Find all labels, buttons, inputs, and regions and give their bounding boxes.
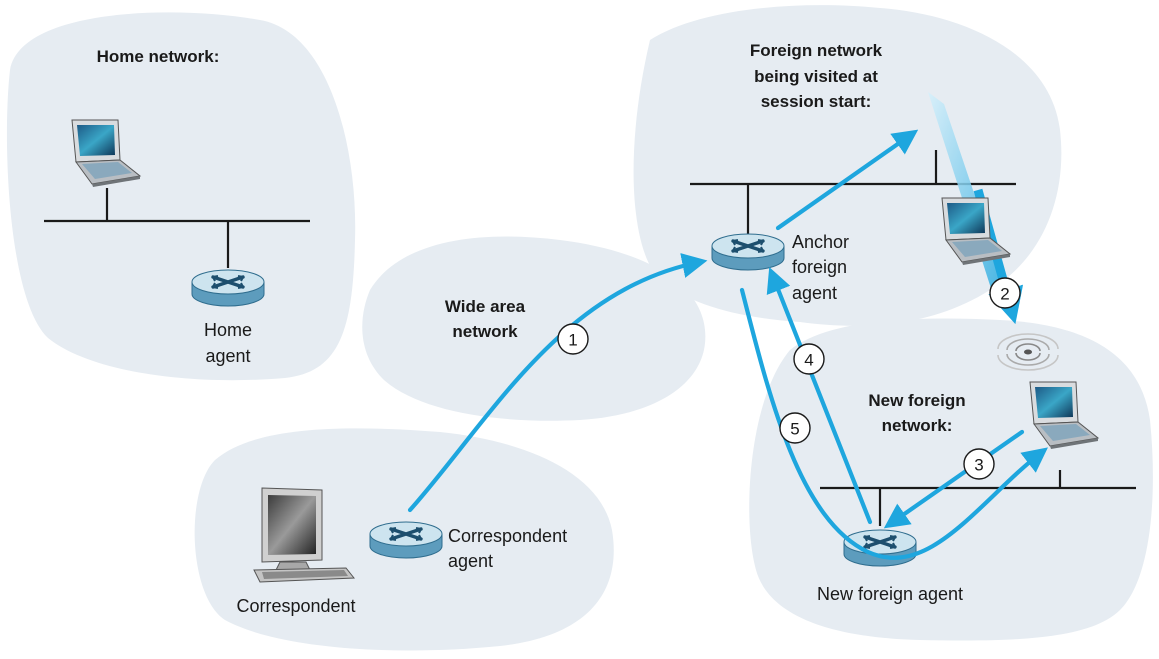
svg-text:3: 3 bbox=[974, 456, 983, 475]
arrow-step-3 bbox=[883, 429, 1025, 529]
anchor-agent-router-icon bbox=[710, 232, 786, 272]
svg-text:network: network bbox=[452, 322, 518, 341]
foreign-network-label: Foreign network being visited at session… bbox=[750, 41, 883, 111]
svg-text:5: 5 bbox=[790, 420, 799, 439]
svg-text:agent: agent bbox=[448, 551, 493, 571]
new-foreign-network-wires bbox=[820, 470, 1136, 526]
anchor-foreign-agent-label: Anchor foreign agent bbox=[792, 232, 849, 303]
wireless-signal-icon bbox=[997, 333, 1059, 371]
arrow-anchor-to-foreign bbox=[775, 129, 919, 231]
arrow-step-5 bbox=[739, 287, 1048, 560]
svg-text:foreign: foreign bbox=[792, 257, 847, 277]
wide-area-network-label: Wide area network bbox=[445, 297, 526, 341]
arrow-step-4 bbox=[766, 266, 873, 525]
new-foreign-agent-router-icon bbox=[842, 528, 918, 568]
step-5-marker: 5 bbox=[779, 412, 811, 444]
step-2-marker: 2 bbox=[989, 277, 1021, 309]
svg-text:agent: agent bbox=[205, 346, 250, 366]
svg-text:Home: Home bbox=[204, 320, 252, 340]
correspondent-agent-label: Correspondent agent bbox=[448, 526, 567, 571]
home-network-cloud bbox=[6, 12, 356, 381]
new-foreign-network-label: New foreign network: bbox=[868, 391, 965, 435]
svg-text:2: 2 bbox=[1000, 285, 1009, 304]
home-agent-label: Home agent bbox=[204, 320, 252, 366]
step-3-marker: 3 bbox=[963, 448, 995, 480]
svg-text:Anchor: Anchor bbox=[792, 232, 849, 252]
arrow-step-1 bbox=[407, 253, 708, 513]
correspondent-label: Correspondent bbox=[236, 596, 355, 616]
wide-area-network-cloud bbox=[362, 236, 706, 421]
correspondent-agent-router-icon bbox=[368, 520, 444, 560]
svg-text:New foreign: New foreign bbox=[868, 391, 965, 410]
svg-text:session start:: session start: bbox=[761, 92, 872, 111]
svg-text:being visited at: being visited at bbox=[754, 67, 878, 86]
home-network-wires bbox=[44, 188, 310, 268]
svg-text:Wide area: Wide area bbox=[445, 297, 526, 316]
desktop-computer-icon bbox=[253, 487, 356, 583]
svg-text:Correspondent: Correspondent bbox=[448, 526, 567, 546]
home-network-label: Home network: bbox=[97, 47, 220, 66]
svg-text:agent: agent bbox=[792, 283, 837, 303]
step-4-marker: 4 bbox=[793, 343, 825, 375]
home-agent-router-icon bbox=[190, 268, 266, 308]
step-1-marker: 1 bbox=[557, 323, 589, 355]
new-foreign-agent-label: New foreign agent bbox=[817, 584, 963, 604]
svg-text:Foreign network: Foreign network bbox=[750, 41, 883, 60]
svg-text:network:: network: bbox=[882, 416, 953, 435]
svg-text:1: 1 bbox=[568, 331, 577, 350]
svg-text:4: 4 bbox=[804, 351, 813, 370]
